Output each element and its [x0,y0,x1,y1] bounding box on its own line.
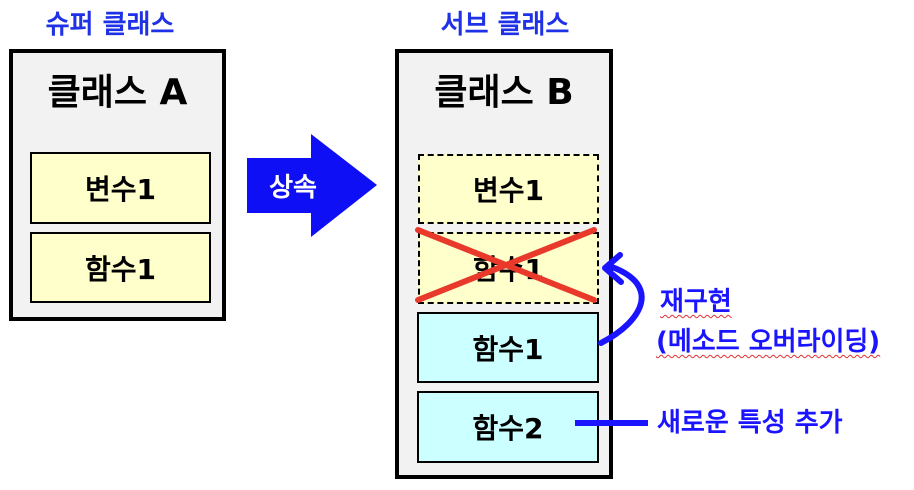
inherit-arrow [247,134,377,237]
class-a-box: 클래스 A 변수1 함수1 [9,49,226,321]
subclass-caption: 서브 클래스 [440,10,570,40]
class-a-function: 함수1 [30,232,211,303]
new-feature-annotation: 새로운 특성 추가 [657,408,843,438]
inherit-arrow-shape [247,134,377,237]
new-function: 함수2 [417,391,599,463]
override-function: 함수1 [417,312,599,383]
override-annotation-line2: (메소드 오버라이딩) [656,327,881,357]
superclass-caption: 슈퍼 클래스 [45,10,175,40]
class-a-variable: 변수1 [30,152,211,224]
class-b-title: 클래스 B [434,72,574,113]
class-a-title: 클래스 A [47,72,188,113]
inherit-label: 상속 [269,173,317,203]
inherited-variable: 변수1 [418,154,599,224]
override-annotation-line1: 재구현 [660,287,732,317]
